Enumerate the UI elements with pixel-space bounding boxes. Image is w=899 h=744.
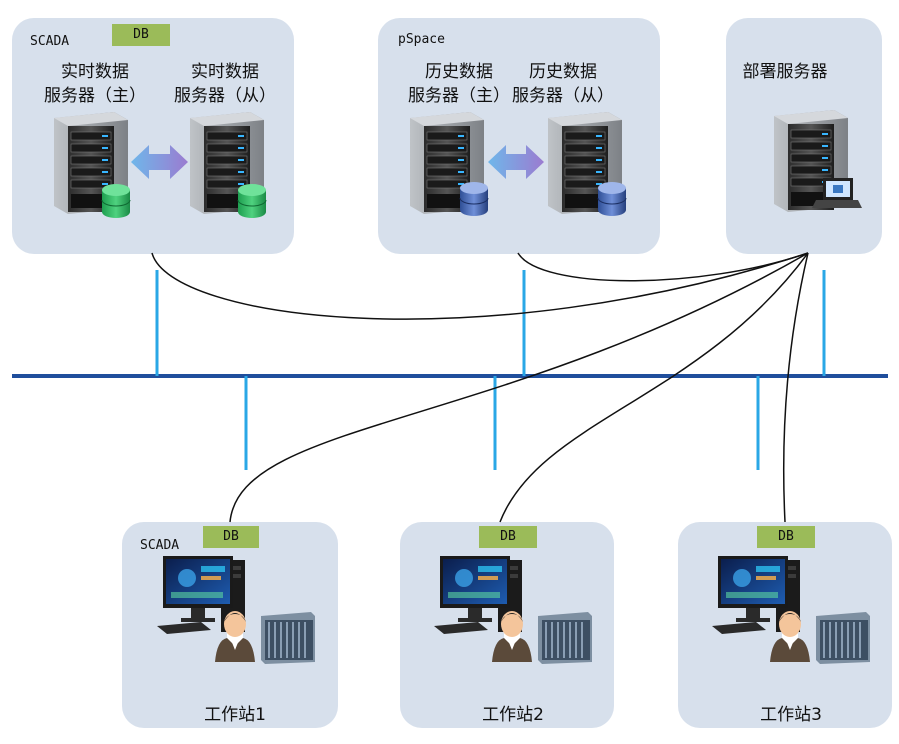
workstation-1-icon	[156, 555, 316, 665]
workstation-1-db-badge: DB	[203, 526, 259, 548]
realtime-server-slave-label: 实时数据 服务器（从）	[170, 60, 280, 108]
workstation-3-label: 工作站3	[760, 705, 822, 725]
workstation-1-label: 工作站1	[204, 705, 266, 725]
workstation-2-icon	[433, 555, 593, 665]
workstation-2-db-badge: DB	[479, 526, 537, 548]
database-icon	[597, 182, 627, 216]
bus-drop-lines	[155, 270, 826, 470]
workstation-1-scada-title: SCADA	[140, 538, 180, 553]
history-server-master-line2: 服务器（主）	[408, 86, 510, 106]
laptop-icon	[812, 178, 862, 208]
deploy-server-label: 部署服务器	[742, 62, 828, 82]
workstation-2-label: 工作站2	[482, 705, 544, 725]
realtime-server-master-line2: 服务器（主）	[44, 86, 146, 106]
history-server-slave-label: 历史数据 服务器（从）	[508, 60, 618, 108]
sync-arrow-icon	[488, 145, 544, 179]
realtime-server-master-line1: 实时数据	[61, 62, 129, 82]
pspace-panel-title: pSpace	[398, 32, 445, 47]
sync-arrow-icon	[131, 145, 188, 179]
history-server-master-label: 历史数据 服务器（主）	[404, 60, 514, 108]
history-server-slave-line2: 服务器（从）	[512, 86, 614, 106]
realtime-server-master-label: 实时数据 服务器（主）	[40, 60, 150, 108]
deployment-links	[151, 252, 809, 523]
scada-db-badge: DB	[112, 24, 170, 46]
database-icon	[459, 182, 489, 216]
workstation-3-db-badge: DB	[757, 526, 815, 548]
workstation-3-icon	[711, 555, 871, 665]
database-icon	[101, 184, 131, 218]
history-server-slave-line1: 历史数据	[529, 62, 597, 82]
history-server-master-line1: 历史数据	[425, 62, 493, 82]
realtime-server-slave-line2: 服务器（从）	[174, 86, 276, 106]
realtime-server-slave-line1: 实时数据	[191, 62, 259, 82]
scada-panel-title: SCADA	[30, 34, 70, 49]
database-icon	[237, 184, 267, 218]
